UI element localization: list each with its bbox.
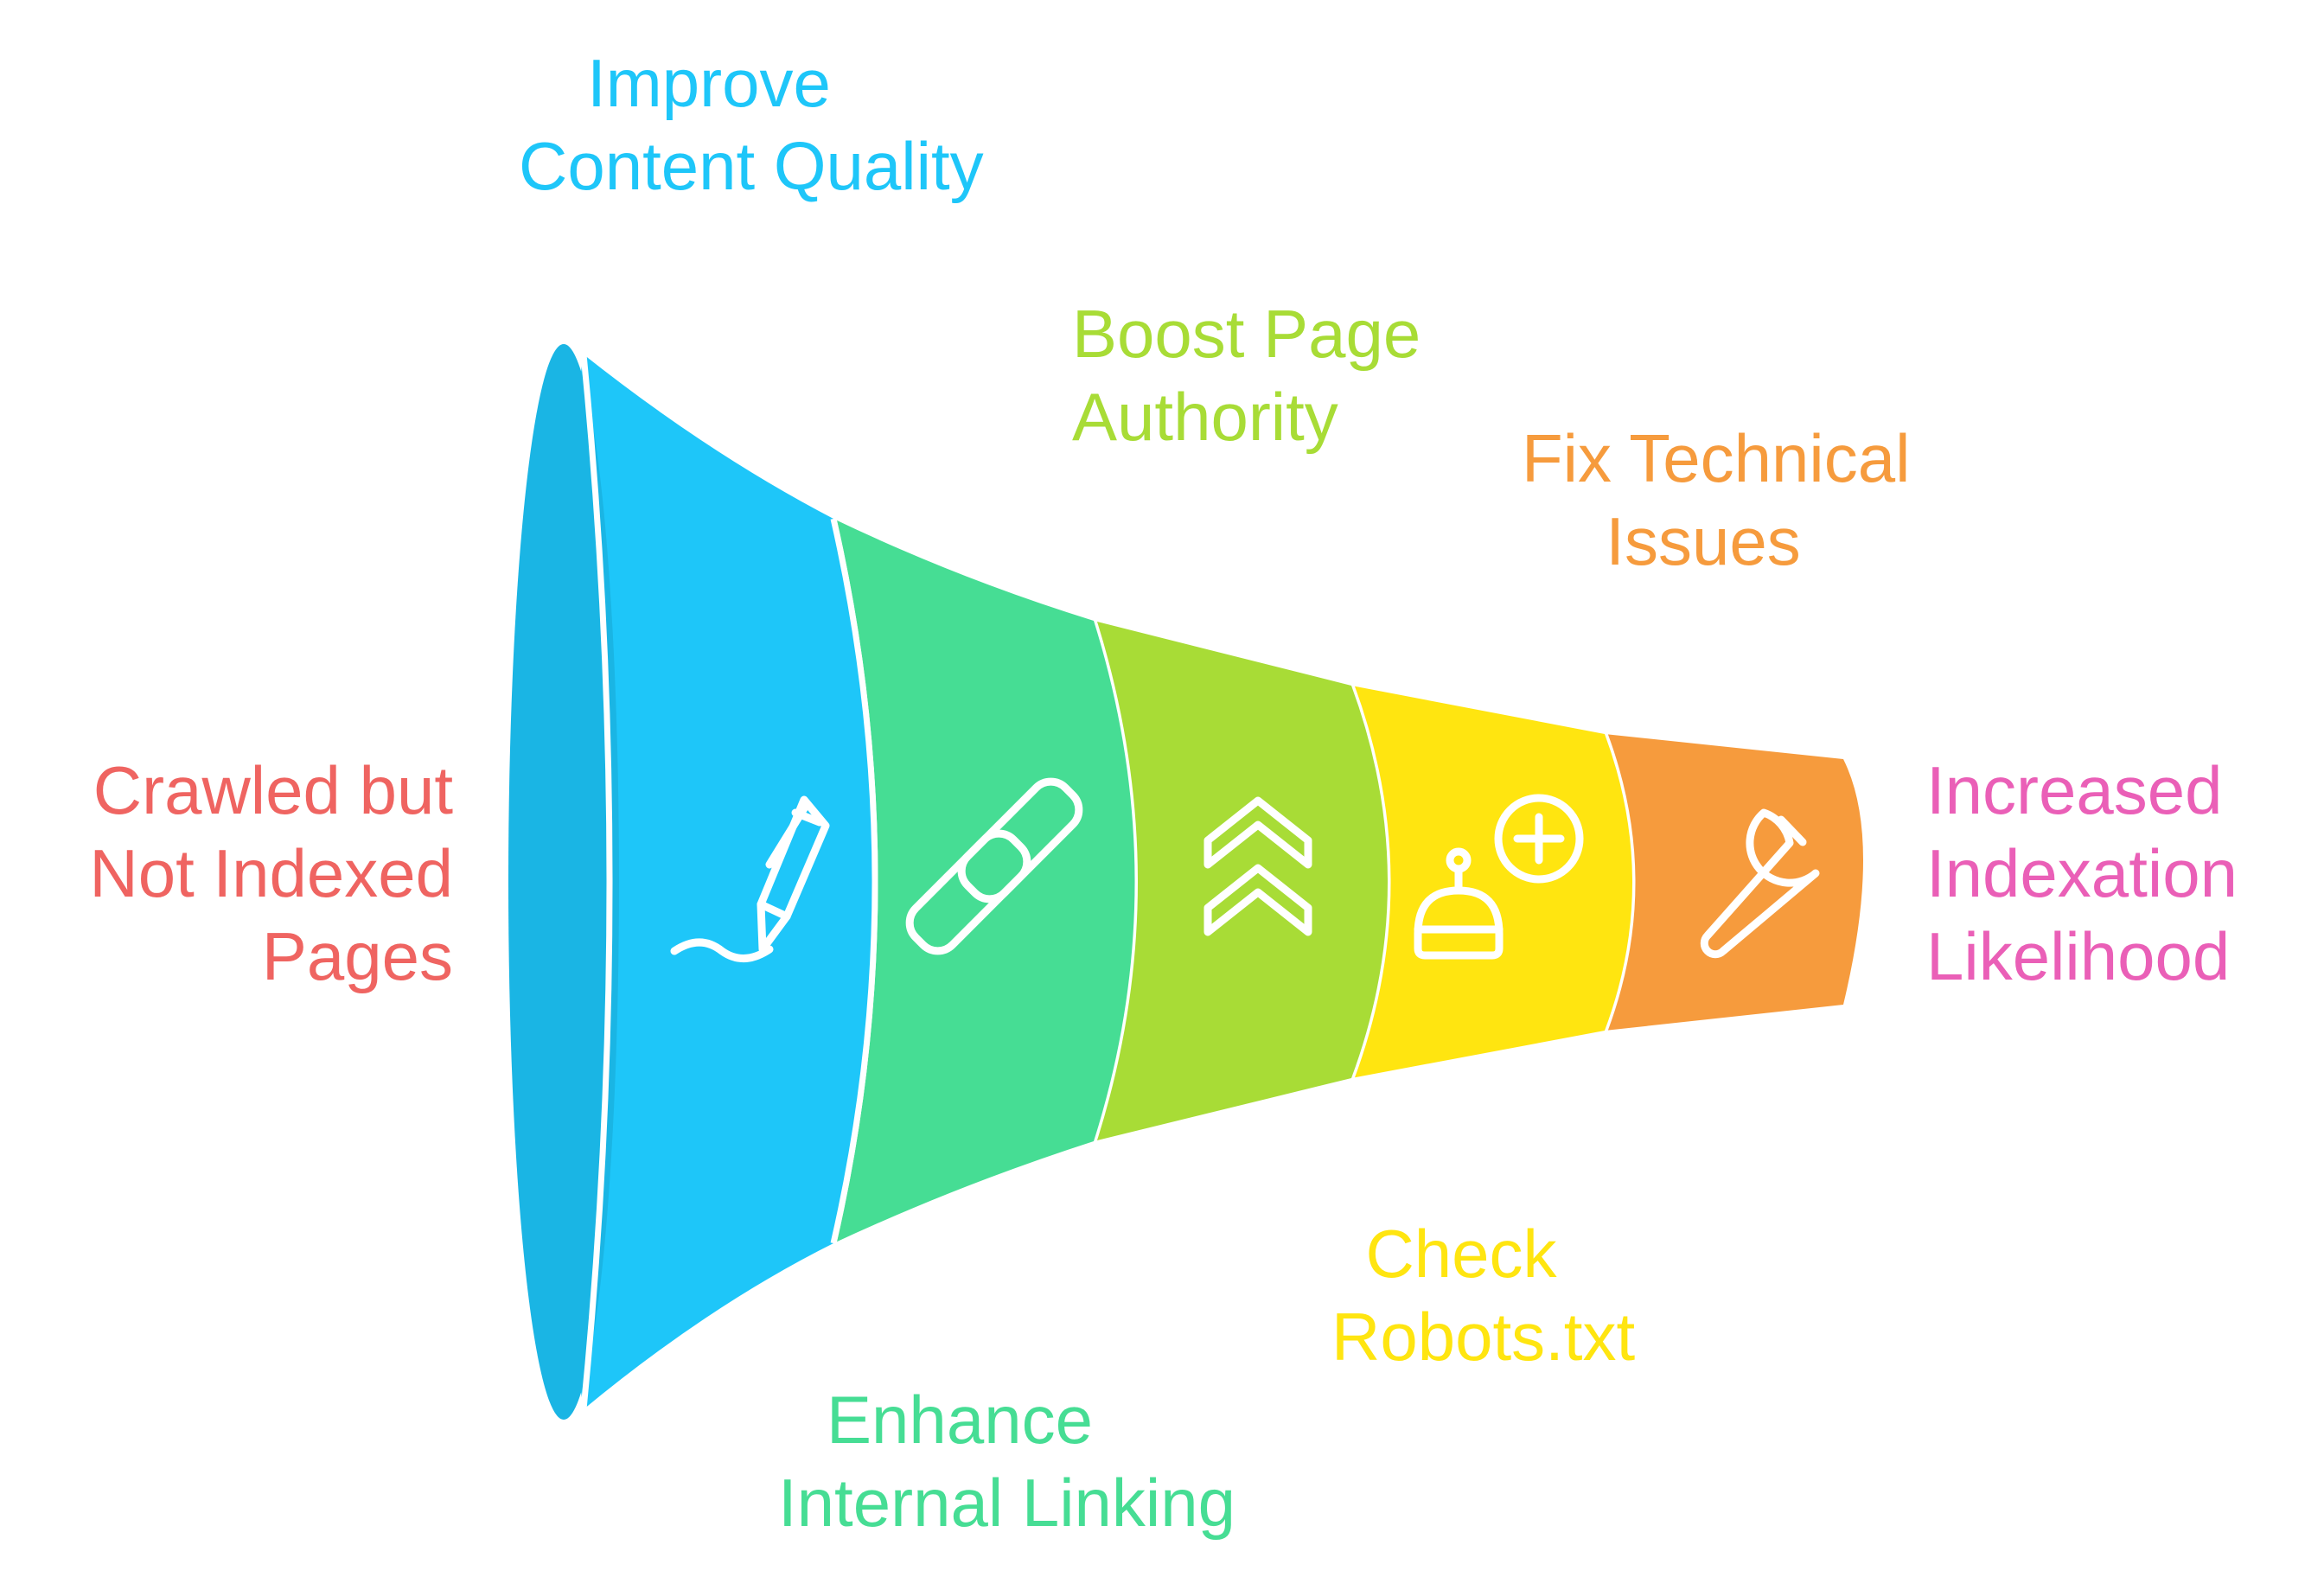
link-icon [905,777,1083,955]
funnel-mouth [508,344,619,1420]
stage-label-check-robots-txt: Check Robots.txt [1331,1216,1636,1375]
segment-front-edge [830,518,878,1244]
segment-body [1605,734,1863,1031]
end-label: Increased Indexation Likelihood [1926,752,2238,994]
funnel-segment-check-robots-txt [1348,684,1632,1080]
funnel-segment-improve-content-quality [542,354,878,1409]
segment-body [1351,686,1632,1078]
funnel-mouth-ellipse [508,344,619,1420]
stage-label-enhance-internal-linking: Enhance Internal Linking [778,1382,1236,1541]
stage-label-fix-technical-issues: Fix Technical Issues [1522,420,1911,579]
funnel-segment-fix-technical-issues [1601,732,1863,1032]
start-label: Crawled but Not Indexed Pages [89,752,453,994]
stage-label-improve-content-quality: Improve Content Quality [519,45,984,204]
wrench-icon [1700,808,1820,959]
robot-plus-icon [1414,794,1584,960]
pen-signature-icon [670,795,830,962]
segment-body [833,519,1135,1243]
funnel-segment-enhance-internal-linking [830,518,1135,1244]
double-chevron-up-icon [1204,796,1312,936]
segment-body [542,354,875,1409]
stage-label-boost-page-authority: Boost Page Authority [1072,296,1421,455]
funnel-mouth-rim [580,354,613,1410]
